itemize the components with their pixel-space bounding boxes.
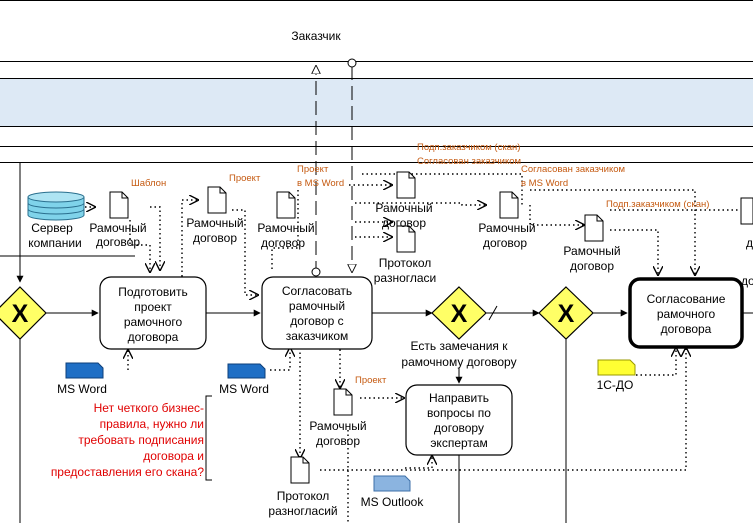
doc-label: договор [483,236,527,250]
doc-label: разногласи [374,271,437,285]
system-label-ms-outlook: MS Outlook [361,495,425,509]
task-approval[interactable]: Согласование рамочного договора [628,277,744,349]
flow-label-agreed-word: Согласован заказчиком [521,164,625,175]
sequence-flows [0,163,753,523]
document-icon [740,197,753,225]
doc-label: договор [570,259,614,273]
document-icon [207,186,227,214]
doc-label: Рамочный [375,201,432,215]
task-label-line: договор с [290,314,343,328]
annotation-line: правила, нужно ли [100,417,204,431]
flow-label-signed-scan-2: Подп.заказчиком (скан) [606,199,709,210]
gateway-x-icon: X [451,300,468,328]
flow-label-signed-scan: Подп.заказчиком (скан) [417,142,520,153]
server-label-line: Сервер [31,221,73,235]
gateway-merge[interactable]: X [538,286,594,340]
system-label-1c: 1С-ДО [597,378,634,392]
task-label-line: вопросы по [427,406,491,420]
one-c-icon[interactable] [597,359,636,376]
doc-label: Рамочный [186,216,243,230]
doc-label: Протокол [277,489,330,503]
annotation-line: Нет четкого бизнес- [94,401,204,415]
doc-label: договор [193,231,237,245]
flow-label-project: Проект [229,173,261,184]
document-icon [396,171,416,199]
gateway-remarks[interactable]: X [431,286,487,340]
server-label-line: компании [28,236,82,250]
document-icon [290,456,310,484]
gateway-question-line2: рамочному договору [401,355,516,369]
document-icon [109,191,129,219]
doc-label: Рамочный [563,244,620,258]
message-flow-start [311,267,321,277]
doc-label: Протокол [379,256,432,270]
ms-word-icon[interactable] [65,362,104,379]
document-icon [499,191,519,219]
flow-label-agreed-word: в MS Word [521,178,568,189]
task-label-line: рамочного [657,307,716,321]
task-label-line: рамочный [289,299,345,313]
ms-outlook-icon[interactable] [373,475,411,492]
task-label-line: Согласование [647,292,726,306]
doc-label: Рамочный [309,419,366,433]
flow-label-project-2: Проект [355,375,387,386]
system-label-ms-word-2: MS Word [219,382,269,396]
gateway-left[interactable]: X [0,286,47,340]
ms-word-icon[interactable] [227,363,266,379]
task-label-line: договора [661,322,712,336]
task-label-line: договору [434,421,484,435]
doc-label-cut: до [741,274,753,288]
task-label-line: Согласовать [282,284,352,298]
annotation-bracket [205,395,212,481]
doc-label: договор [382,216,426,230]
flow-label-template: Шаблон [131,178,166,189]
lanes [0,0,753,163]
doc-label: Рамочный [89,221,146,235]
doc-label: договор [261,236,305,250]
server-datastore-icon[interactable] [27,191,85,221]
document-icon [396,225,416,253]
task-label-line: Подготовить [118,285,187,299]
annotation-line: требовать подписания [78,433,204,447]
document-icon [276,191,296,219]
doc-label: Рамочный [478,221,535,235]
task-label-line: заказчиком [286,329,349,343]
doc-label: договор [96,235,140,249]
document-icon [584,214,604,242]
task-label-line: Направить [429,391,489,405]
document-icons [109,171,753,484]
annotation-line: договора и [143,449,204,463]
gateway-question-line1: Есть замечания к [411,339,509,353]
task-label-line: экспертам [430,436,487,450]
task-agree-with-customer[interactable]: Согласовать рамочный договор с заказчико… [261,276,373,350]
doc-label: договор [316,434,360,448]
task-send-questions[interactable]: Направить вопросы по договору экспертам [405,384,513,456]
flow-label-project-word: в MS Word [297,178,344,189]
flow-label-project-word: Проект [297,164,329,175]
gateway-x-icon: X [558,300,575,328]
data-associations [58,173,740,523]
message-flow-start-2 [347,58,357,68]
document-icon [333,388,353,416]
doc-label-cut: д [746,236,753,250]
task-label-line: рамочного [124,315,183,329]
lane-label-customer: Заказчик [291,29,341,43]
gateway-x-icon: X [12,300,29,328]
task-label-line: договора [128,330,179,344]
flow-label-agreed: Согласован заказчиком [417,156,521,167]
doc-label: разногласий [268,504,337,518]
system-label-ms-word: MS Word [57,382,107,396]
annotation-line: предоставления его скана? [51,465,205,479]
doc-label: Рамочный [257,221,314,235]
task-prepare-draft[interactable]: Подготовить проект рамочного договора [99,276,207,350]
task-label-line: проект [134,300,172,314]
